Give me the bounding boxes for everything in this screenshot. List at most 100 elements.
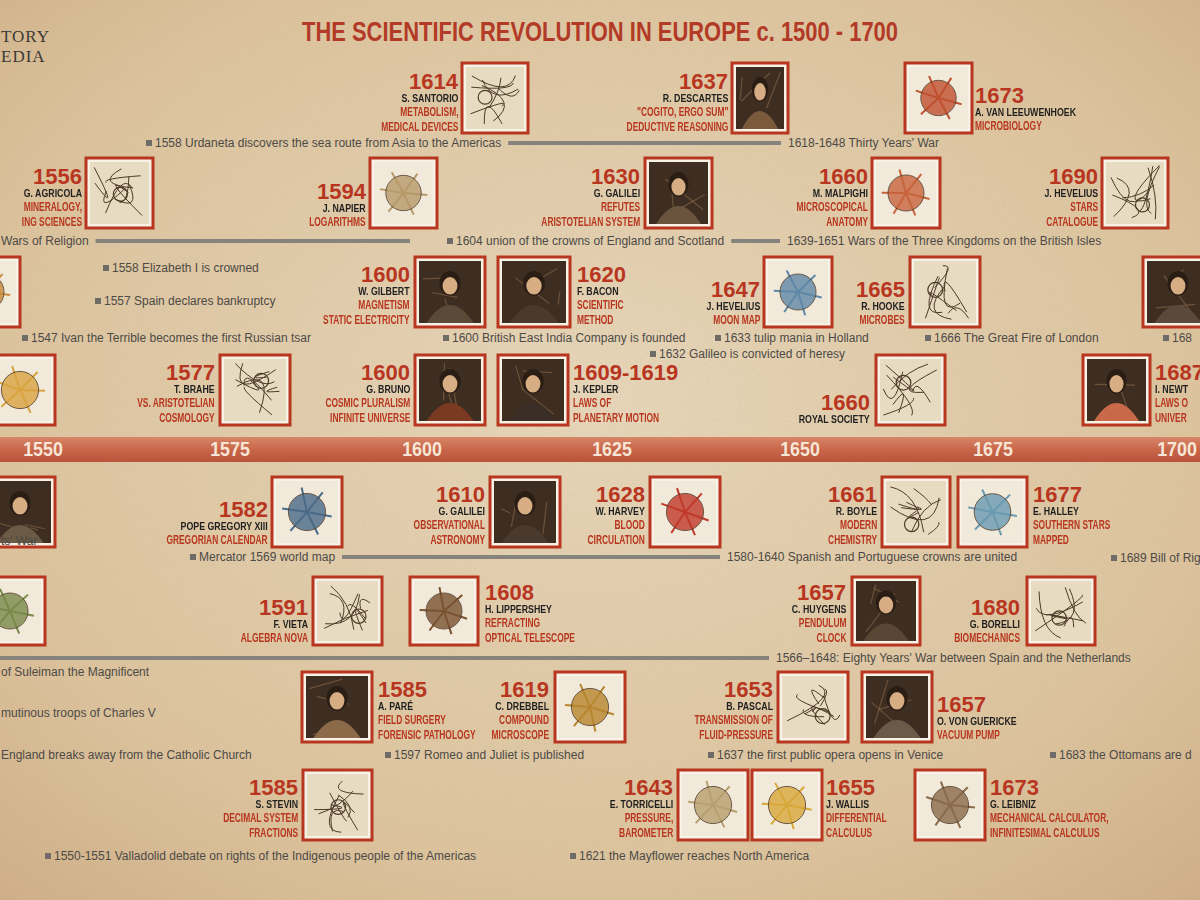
picture-ground (649, 162, 708, 224)
thumbnail-layer (0, 63, 1200, 840)
picture-ground (306, 676, 368, 738)
thumbnail (915, 770, 985, 840)
discovery-label: MICROBES (860, 313, 905, 328)
timeline-entry: 1660M. MALPIGHIMICROSCOPICAL ANATOMY (766, 167, 868, 230)
page-title: THE SCIENTIFIC REVOLUTION IN EUROPE c. 1… (302, 15, 898, 49)
picture-frame (1102, 158, 1168, 228)
engraving-stroke (824, 696, 840, 720)
scientist-name: R. HOOKE (853, 300, 905, 313)
event-note: 1639-1651 Wars of the Three Kingdoms on … (787, 234, 1101, 248)
thumbnail (272, 477, 342, 547)
picture-ground (494, 481, 556, 543)
scientist-name: ROYAL SOCIETY (799, 413, 870, 426)
picture-ground (419, 261, 481, 323)
figure-body (873, 720, 920, 738)
text-line: INFINITESIMAL CALCULUS (990, 826, 1109, 841)
event-note: 1683 the Ottomans are d (1059, 748, 1192, 762)
scientist-name: W. HARVEY (580, 505, 645, 518)
picture-object (288, 493, 325, 530)
discovery-label: MICROBIOLOGY (975, 119, 1063, 134)
engraving-figure (1136, 198, 1150, 212)
thumbnail (882, 477, 950, 547)
scientist-name: F. VIETA (231, 618, 308, 631)
year-number: 1582 (123, 500, 268, 520)
event-note: of Suleiman the Magnificent (1, 665, 149, 679)
discovery-label: METABOLISM, MEDICAL DEVICES (381, 105, 458, 135)
text-line: LAWS OF (573, 396, 659, 411)
text-line: OBSERVATIONAL (414, 518, 485, 533)
thumbnail (872, 158, 940, 228)
timeline-entry: 1655J. WALLISDIFFERENTIAL CALCULUS (826, 778, 913, 841)
year-number: 1608 (485, 583, 613, 603)
picture-ground (0, 581, 41, 641)
scientist-name: H. LIPPERSHEY (485, 603, 588, 616)
year-number: 1653 (661, 680, 773, 700)
year-number: 1585 (378, 680, 518, 700)
figure-face (1171, 277, 1186, 294)
figure-face (443, 277, 458, 294)
year-number: 1610 (383, 485, 485, 505)
engraving-stroke (1036, 602, 1083, 615)
year-number: 1614 (348, 72, 458, 92)
figure-hair (326, 686, 347, 711)
discovery-label: PRESSURE, BAROMETER (618, 811, 673, 841)
figure-face (879, 597, 893, 614)
timeline-entry: 1610G. GALILEIOBSERVATIONAL ASTRONOMY (383, 485, 485, 548)
timeline-entry: 1660ROYAL SOCIETY (781, 393, 870, 426)
picture-frame (732, 63, 788, 133)
discovery-label: ALGEBRA NOVA (241, 631, 308, 646)
discovery-label: SCIENTIFIC METHOD (577, 298, 624, 328)
scientist-name: G. AGRICOLA (13, 187, 82, 200)
picture-ground (0, 261, 16, 323)
text-line: REFUTES (541, 200, 640, 215)
figure-face (526, 375, 541, 392)
discovery-label: MODERN CHEMISTRY (828, 518, 877, 548)
figure-hair (886, 686, 907, 711)
picture-ground (414, 581, 474, 641)
picture-ground (756, 774, 818, 836)
engraving-stroke (787, 685, 825, 721)
picture-ground (866, 676, 928, 738)
engraving-figure (928, 282, 943, 297)
picture-frame (490, 477, 560, 547)
text-line: METHOD (577, 313, 624, 328)
discovery-label: STARS CATALOGUE (1046, 200, 1098, 230)
picture-stroke (501, 509, 509, 513)
thumbnail (220, 355, 290, 425)
bullet-square (715, 335, 721, 341)
text-line: PRESSURE, (618, 811, 673, 826)
text-line: ANATOMY (797, 215, 868, 230)
scientist-name: J. NAPIER (301, 202, 366, 215)
engraving-stroke (914, 489, 932, 505)
discovery-label: GREGORIAN CALENDAR (167, 533, 268, 548)
text-line: MECHANICAL CALCULATOR, (990, 811, 1109, 826)
text-line: STATIC ELECTRICITY (324, 313, 410, 328)
discovery-label: PENDULUM CLOCK (798, 616, 846, 646)
event-note: 1558 Elizabeth I is crowned (112, 261, 259, 275)
axis-year: 1600 (402, 437, 442, 461)
year-number: 1655 (826, 778, 913, 798)
event-note: 1600 British East India Company is found… (452, 331, 685, 345)
picture-frame (415, 257, 485, 327)
scientist-name: G. LEIBNIZ (990, 798, 1125, 811)
event-note: 1604 union of the crowns of England and … (456, 234, 724, 248)
text-line: SCIENTIFIC (577, 298, 624, 313)
text-line: MAPPED (1033, 533, 1110, 548)
picture-ground (856, 581, 916, 641)
year-number: 1637 (583, 72, 728, 92)
event-note: 1580-1640 Spanish and Portuguese crowns … (727, 550, 1017, 564)
engraving-stroke (928, 522, 939, 534)
event-note: Wars of Religion (1, 234, 89, 248)
figure-hair (876, 591, 896, 615)
figure-body (742, 111, 778, 129)
text-line: MEDICAL DEVICES (381, 120, 458, 135)
engraving-stroke (908, 511, 918, 518)
year-number: 1643 (594, 778, 673, 798)
scientist-name: A. PARÉ (378, 700, 490, 713)
period-bar-layer (0, 141, 781, 660)
year-number: 1660 (781, 393, 870, 413)
timeline-entry: 1577T. BRAHEVS. ARISTOTELIAN COSMOLOGY (104, 363, 215, 426)
thumbnail (415, 257, 485, 327)
picture-ground (1106, 162, 1164, 224)
